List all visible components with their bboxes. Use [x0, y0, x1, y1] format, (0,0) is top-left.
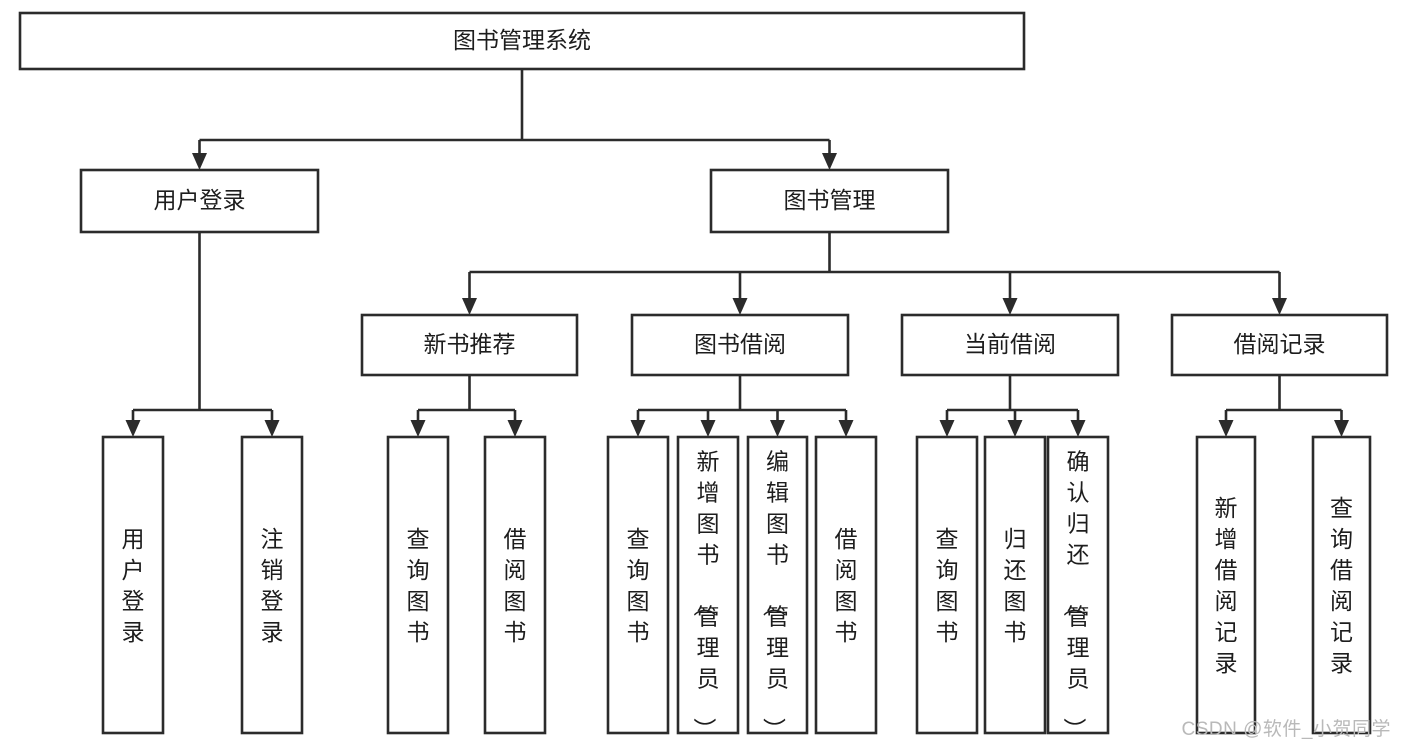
node-leaf-c-return[interactable]: 归还图书 — [983, 435, 1047, 735]
connector-layer — [125, 69, 1349, 437]
arrow-head-current — [1002, 298, 1018, 315]
node-leaf-new-borrow[interactable]: 借阅图书 — [483, 435, 547, 735]
node-label-current: 当前借阅 — [964, 331, 1056, 357]
node-leaf-r-query[interactable]: 查询借阅记录 — [1311, 435, 1372, 735]
node-leaf-b-add[interactable]: 新增图书（管理员） — [676, 435, 740, 741]
node-leaf-b-edit[interactable]: 编辑图书（管理员） — [746, 435, 809, 741]
node-label-leaf-c-return: 归还图书 — [1004, 526, 1027, 645]
node-leaf-user-login[interactable]: 用户登录 — [101, 435, 165, 735]
arrow-head-login — [192, 153, 207, 170]
node-box-leaf-b-edit[interactable] — [746, 435, 809, 735]
node-layer: 图书管理系统用户登录图书管理新书推荐图书借阅当前借阅借阅记录用户登录注销登录查询… — [18, 11, 1389, 741]
node-label-root: 图书管理系统 — [453, 27, 591, 53]
arrow-head-leaf-new-query — [410, 420, 426, 437]
arrow-head-leaf-b-borrow — [838, 420, 854, 437]
node-box-leaf-r-query[interactable] — [1311, 435, 1372, 735]
node-label-leaf-c-query: 查询图书 — [936, 526, 959, 645]
node-label-leaf-b-borrow: 借阅图书 — [835, 526, 858, 645]
node-login[interactable]: 用户登录 — [79, 168, 320, 234]
arrow-head-leaf-b-query — [630, 420, 646, 437]
node-box-leaf-new-borrow[interactable] — [483, 435, 547, 735]
node-box-leaf-new-query[interactable] — [386, 435, 450, 735]
arrow-head-borrow — [732, 298, 748, 315]
arrow-head-leaf-r-add — [1218, 420, 1234, 437]
node-leaf-user-logout[interactable]: 注销登录 — [240, 435, 304, 735]
node-box-record[interactable] — [1170, 313, 1389, 377]
node-box-leaf-c-confirm[interactable] — [1046, 435, 1110, 735]
node-record[interactable]: 借阅记录 — [1170, 313, 1389, 377]
arrow-head-leaf-b-edit — [770, 420, 785, 437]
arrow-head-leaf-new-borrow — [507, 420, 523, 437]
node-box-current[interactable] — [900, 313, 1120, 377]
node-current[interactable]: 当前借阅 — [900, 313, 1120, 377]
node-box-leaf-user-login[interactable] — [101, 435, 165, 735]
node-box-login[interactable] — [79, 168, 320, 234]
node-label-borrow: 图书借阅 — [694, 331, 786, 357]
node-borrow[interactable]: 图书借阅 — [630, 313, 850, 377]
node-leaf-r-add[interactable]: 新增借阅记录 — [1195, 435, 1257, 735]
node-leaf-b-borrow[interactable]: 借阅图书 — [814, 435, 878, 735]
node-newbook[interactable]: 新书推荐 — [360, 313, 579, 377]
node-label-leaf-user-logout: 注销登录 — [261, 526, 284, 645]
node-label-leaf-new-borrow: 借阅图书 — [504, 526, 527, 645]
arrow-head-leaf-c-query — [939, 420, 955, 437]
node-label-record: 借阅记录 — [1234, 331, 1326, 357]
arrow-head-bookmgmt — [822, 153, 837, 170]
node-box-borrow[interactable] — [630, 313, 850, 377]
node-leaf-new-query[interactable]: 查询图书 — [386, 435, 450, 735]
node-label-leaf-b-add: 新增图书（管理员） — [692, 449, 720, 741]
arrow-head-leaf-c-confirm — [1070, 420, 1086, 437]
node-box-newbook[interactable] — [360, 313, 579, 377]
node-box-leaf-c-query[interactable] — [915, 435, 979, 735]
node-label-newbook: 新书推荐 — [424, 331, 516, 357]
node-box-leaf-r-add[interactable] — [1195, 435, 1257, 735]
node-label-leaf-b-query: 查询图书 — [627, 526, 650, 645]
node-bookmgmt[interactable]: 图书管理 — [709, 168, 950, 234]
node-box-leaf-b-query[interactable] — [606, 435, 670, 735]
arrow-head-leaf-r-query — [1334, 420, 1349, 437]
node-label-leaf-r-add: 新增借阅记录 — [1215, 495, 1238, 676]
node-label-leaf-user-login: 用户登录 — [122, 526, 145, 645]
arrow-head-leaf-b-add — [700, 420, 716, 437]
node-box-leaf-b-add[interactable] — [676, 435, 740, 735]
node-box-leaf-c-return[interactable] — [983, 435, 1047, 735]
node-box-root[interactable] — [18, 11, 1026, 71]
node-box-leaf-b-borrow[interactable] — [814, 435, 878, 735]
node-label-bookmgmt: 图书管理 — [784, 187, 876, 213]
node-label-login: 用户登录 — [154, 187, 246, 213]
node-label-leaf-new-query: 查询图书 — [407, 526, 430, 645]
node-leaf-c-query[interactable]: 查询图书 — [915, 435, 979, 735]
node-box-bookmgmt[interactable] — [709, 168, 950, 234]
arrow-head-leaf-user-login — [125, 420, 141, 437]
arrow-head-leaf-c-return — [1007, 420, 1023, 437]
node-label-leaf-b-edit: 编辑图书（管理员） — [761, 449, 789, 741]
node-leaf-c-confirm[interactable]: 确认归还（管理员） — [1046, 435, 1110, 741]
node-leaf-b-query[interactable]: 查询图书 — [606, 435, 670, 735]
node-label-leaf-r-query: 查询借阅记录 — [1330, 495, 1353, 676]
node-root[interactable]: 图书管理系统 — [18, 11, 1026, 71]
node-label-leaf-c-confirm: 确认归还（管理员） — [1062, 449, 1090, 741]
arrow-head-record — [1272, 298, 1287, 315]
arrow-head-newbook — [462, 298, 477, 315]
node-box-leaf-user-logout[interactable] — [240, 435, 304, 735]
arrow-head-leaf-user-logout — [264, 420, 280, 437]
